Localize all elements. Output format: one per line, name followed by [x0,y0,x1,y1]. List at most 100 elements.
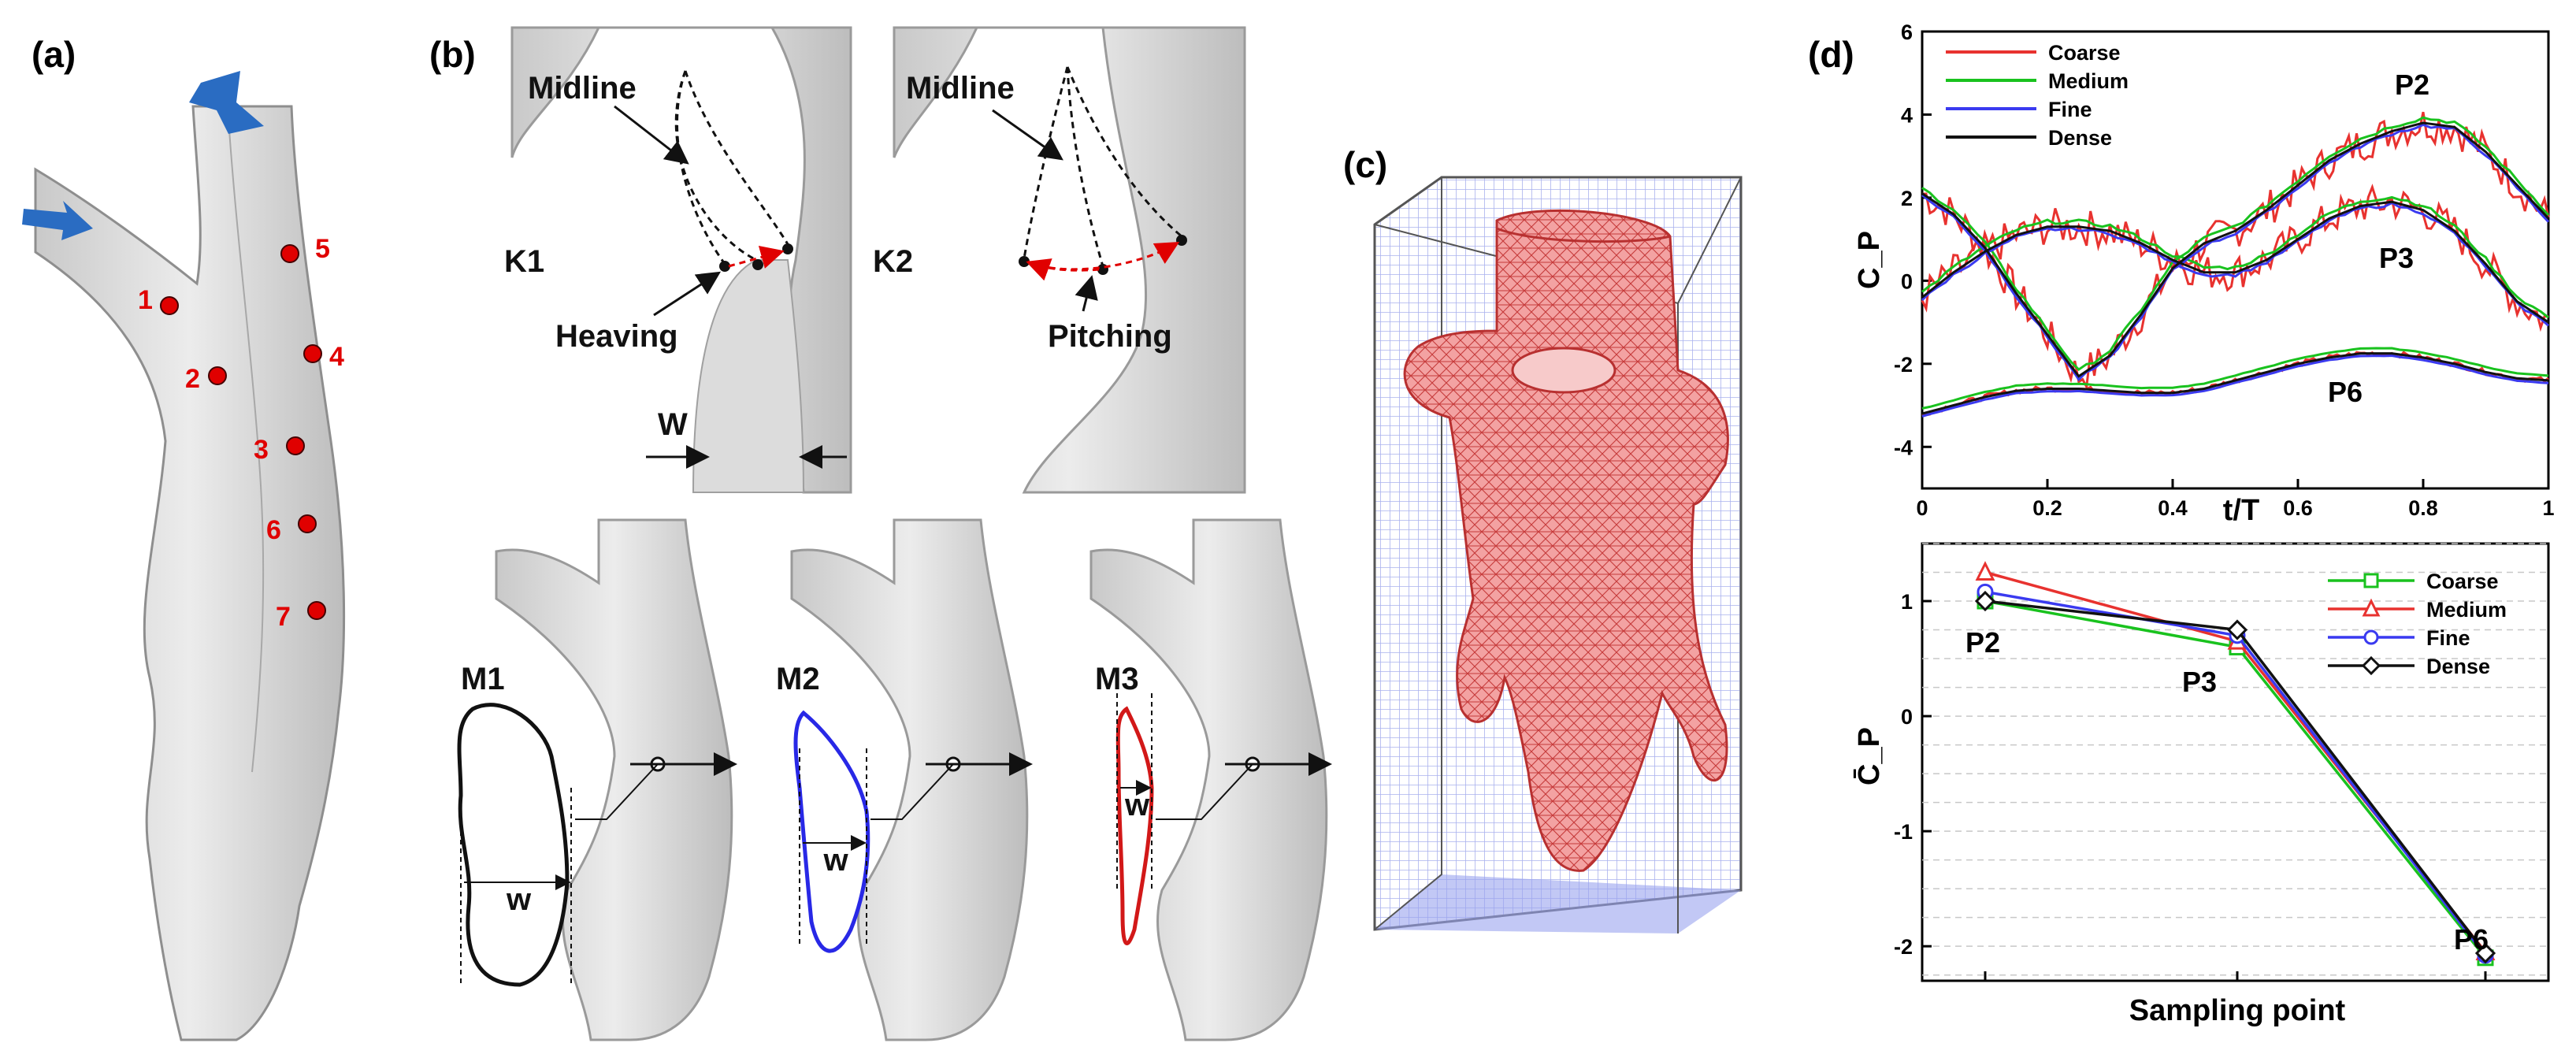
flow-arrow-icon [189,71,264,134]
series-line-medium-p2 [1921,116,2550,372]
panel-d-label: (d) [1808,34,1854,75]
airway-3d-model-a [34,105,346,1041]
domain-box-floor [1375,874,1741,934]
width-guide [799,748,867,945]
sampling-point-marker [286,436,305,455]
data-point-triangle [1975,561,1995,581]
m1-width-label: w [506,882,532,917]
sampling-point-marker [208,366,227,385]
k1-midline-label: Midline [528,71,637,106]
x-axis-label: Sampling point [2129,994,2346,1027]
legend-marker [2363,573,2379,588]
m2-name: M2 [776,662,820,696]
y-axis-label: C_P [1853,231,1886,289]
x-tick-label: 0.4 [2158,496,2188,520]
series-annotation: P6 [2328,376,2363,408]
legend-label: Coarse [2426,570,2499,593]
mesh-airway-model [1403,209,1729,872]
width-guide [460,788,572,985]
sampling-point-label: 2 [185,364,200,394]
cross-section-outline [457,703,570,987]
airway-render [495,518,733,1041]
legend-label: Dense [2426,655,2490,678]
leader-line [575,763,659,820]
leader-line [870,763,954,820]
category-label: P6 [2454,923,2489,956]
cross-section-outline [793,710,870,953]
legend-label: Medium [2048,69,2129,93]
k1-motion-label: Heaving [555,319,678,354]
flow-arrow-icon [22,201,93,240]
data-point-diamond [2474,942,2496,964]
legend-label: Fine [2426,626,2470,650]
x-axis-label: t/T [2223,494,2259,527]
category-label: P2 [1965,626,2000,659]
k2-view: Midline K2 Pitching [873,26,1246,494]
cross-section-outline [1115,706,1154,945]
airway-render [790,518,1029,1041]
y-tick-label: -4 [1894,436,1913,459]
m3-width-label: w [1124,788,1150,822]
legend-label: Dense [2048,126,2112,150]
y-tick-label: 2 [1901,187,1913,210]
legend-marker [2362,598,2381,617]
series-annotation: P2 [2395,69,2429,101]
series-line-fine-p6 [1921,354,2549,418]
k2-motion-label: Pitching [1048,319,1172,354]
series-line-fine-p3 [1921,201,2549,327]
panel-c: (c) [1343,144,1743,934]
category-label: P3 [2182,666,2217,698]
series-line-dense-p3 [1921,200,2549,324]
y-tick-label: 4 [1901,103,1913,127]
k1-name: K1 [504,244,544,279]
k1-width-label: W [658,407,688,442]
sampling-point-label: 4 [329,342,344,372]
y-tick-label: 1 [1901,590,1913,614]
legend-marker [2363,629,2379,645]
legend-label: Fine [2048,98,2092,121]
sampling-points: 1 2 3 4 5 6 7 [138,234,344,632]
x-tick-label: 0 [1916,496,1928,520]
series-line-medium-p6 [1921,347,2549,410]
sampling-point-marker [307,601,326,620]
sampling-point-label: 5 [315,234,330,264]
series-line-medium-p3 [1921,195,2549,319]
series-annotation: P3 [2379,242,2414,274]
plot-frame [1921,30,2550,490]
panel-b: (b) Midline K1 Heaving W Midline [429,26,1332,1041]
sampling-point-label: 7 [276,602,291,632]
y-tick-label: 0 [1901,269,1913,293]
x-tick-label: 0.6 [2283,496,2313,520]
airway-inner-contour [228,117,265,773]
legend-marker [2361,655,2381,676]
series-line-coarse-p2 [1921,111,2550,391]
sampling-point-label: 1 [138,285,153,315]
y-tick-label: -2 [1894,353,1913,377]
sampling-point-marker [303,344,322,363]
series-line-dense-p2 [1921,121,2550,378]
y-axis-label: C̄_P [1853,727,1886,785]
m3-name: M3 [1095,662,1139,696]
width-guide [1116,693,1153,890]
m1-name: M1 [461,662,505,696]
y-tick-label: -2 [1894,935,1913,959]
sampling-point-label: 3 [254,435,269,465]
x-tick-label: 0.2 [2032,496,2062,520]
panel-c-label: (c) [1343,144,1387,185]
x-tick-label: 1 [2542,496,2554,520]
series-line-coarse-p3 [1921,184,2549,332]
sampling-point-label: 6 [266,515,281,545]
legend-label: Medium [2426,598,2507,622]
leader-line [1156,763,1253,820]
series-line-fine-p2 [1921,123,2550,382]
data-point-diamond [2226,619,2248,640]
airway-render [1089,518,1328,1041]
y-tick-label: -1 [1894,820,1913,844]
series-line-dense-p6 [1921,352,2549,415]
